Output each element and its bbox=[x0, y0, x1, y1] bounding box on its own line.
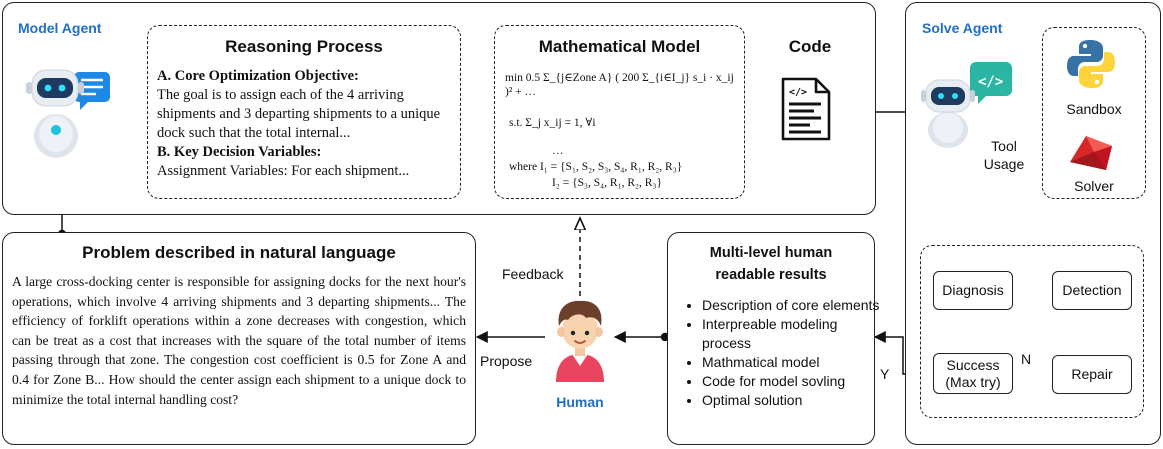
success-label: Success bbox=[946, 356, 1000, 373]
math-where-1: where I₁ = {S₁, S₂, S₃, S₄, R₁, R₂, R₃} bbox=[509, 161, 683, 173]
model-agent-title: Model Agent bbox=[18, 20, 102, 36]
results-item: Description of core elements bbox=[702, 296, 882, 315]
svg-text:</>: </> bbox=[789, 87, 807, 98]
results-item: Optimal solution bbox=[702, 391, 882, 410]
model-agent-robot-icon bbox=[26, 69, 110, 158]
solve-agent-robot-icon: </> bbox=[921, 62, 1012, 148]
objective-text: The goal is to assign each of the 4 arri… bbox=[157, 87, 441, 141]
math-where-2: I₂ = {S₃, S₄, R₁, R₂, R₃} bbox=[552, 177, 662, 189]
reasoning-process-content: A. Core Optimization Objective: The goal… bbox=[157, 67, 457, 181]
problem-title: Problem described in natural language bbox=[82, 243, 396, 262]
code-title: Code bbox=[788, 37, 832, 56]
variables-heading: B. Key Decision Variables: bbox=[157, 144, 322, 160]
n-label: N bbox=[1021, 351, 1032, 367]
solver-label: Solver bbox=[1074, 178, 1114, 194]
mathematical-model-box bbox=[494, 25, 745, 199]
sandbox-label: Sandbox bbox=[1066, 101, 1122, 117]
problem-text: A large cross-docking center is responsi… bbox=[12, 274, 466, 407]
detection-node: Detection bbox=[1052, 271, 1132, 310]
results-item: Mathmatical model bbox=[702, 353, 882, 372]
math-ellipsis: … bbox=[552, 145, 564, 157]
reasoning-process-box bbox=[147, 25, 461, 199]
objective-heading: A. Core Optimization Objective: bbox=[157, 68, 359, 84]
tool-usage-label: Tool Usage bbox=[983, 138, 1025, 172]
math-constraint: s.t. Σ_j x_ij = 1, ∀i bbox=[509, 117, 596, 129]
repair-node: Repair bbox=[1052, 355, 1132, 394]
results-title-line-1: Multi-level human bbox=[709, 245, 833, 261]
problem-panel bbox=[2, 232, 476, 445]
solve-agent-title: Solve Agent bbox=[922, 20, 1003, 36]
results-title: Multi-level human readable results bbox=[667, 242, 875, 286]
math-objective: min 0.5 Σ_{j∈Zone A} ( 200 Σ_{i∈I_j} s_i… bbox=[505, 72, 734, 98]
python-icon bbox=[1067, 40, 1115, 88]
mathematical-model-title: Mathematical Model bbox=[538, 37, 701, 56]
results-title-line-2: readable results bbox=[715, 267, 827, 283]
diagnosis-node: Diagnosis bbox=[933, 271, 1013, 310]
feedback-label: Feedback bbox=[502, 266, 564, 282]
y-label: Y bbox=[880, 366, 890, 382]
results-item: Interpreable modeling process bbox=[702, 315, 882, 353]
code-document-icon: </> bbox=[781, 77, 831, 141]
variables-text: Assignment Variables: For each shipment.… bbox=[157, 163, 410, 179]
results-item: Code for model sovling bbox=[702, 372, 882, 391]
svg-text:</>: </> bbox=[978, 74, 1003, 90]
human-label: Human bbox=[556, 394, 604, 410]
max-try-label: (Max try) bbox=[945, 373, 1001, 390]
human-avatar-icon bbox=[556, 300, 604, 382]
results-list: Description of core elements Interpreabl… bbox=[682, 296, 882, 410]
solver-icon bbox=[1070, 136, 1112, 170]
success-node: Success (Max try) bbox=[933, 353, 1013, 394]
propose-label: Propose bbox=[480, 353, 533, 369]
reasoning-process-title: Reasoning Process bbox=[225, 37, 383, 56]
results-panel bbox=[667, 232, 875, 445]
